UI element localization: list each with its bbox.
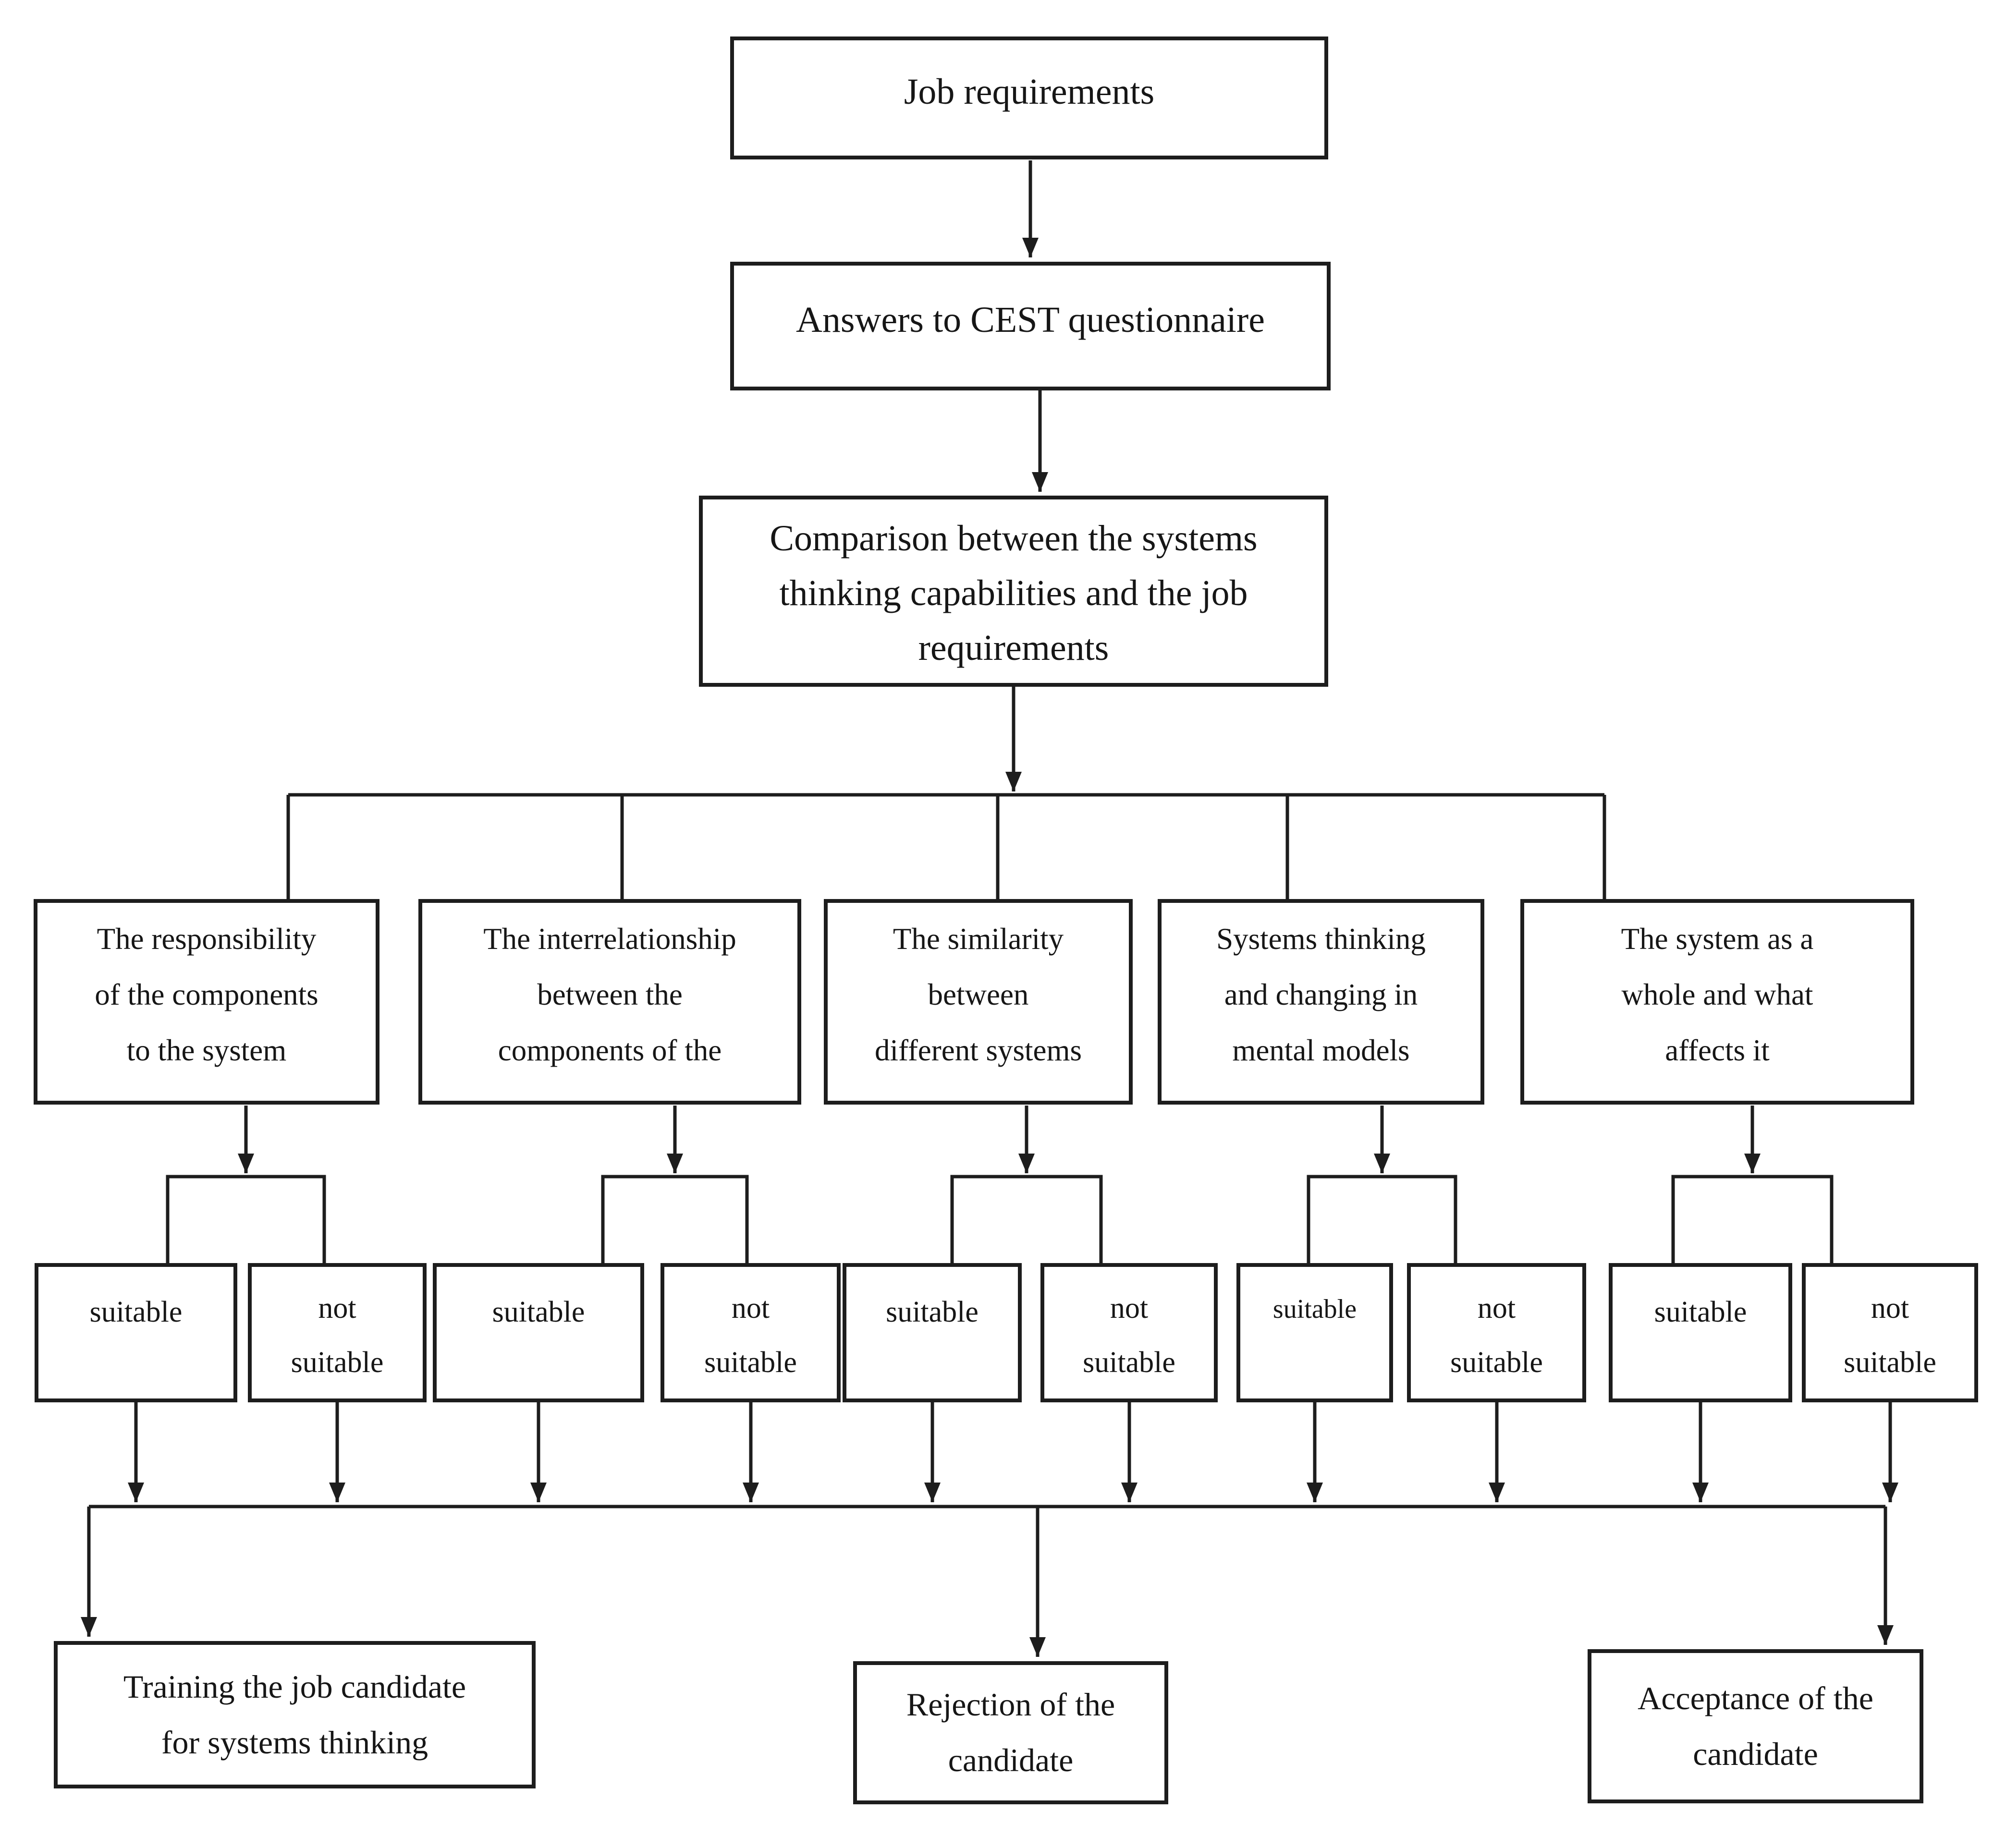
node-suitable-5: suitable <box>1609 1263 1792 1402</box>
node-suitable-4: suitable <box>1236 1263 1393 1402</box>
node-category-mental-models: Systems thinking and changing in mental … <box>1158 899 1484 1105</box>
node-job-requirements: Job requirements <box>730 36 1328 159</box>
node-suitable-3: suitable <box>843 1263 1022 1402</box>
node-not-suitable-1: not suitable <box>248 1263 427 1402</box>
node-cest-answers: Answers to CEST questionnaire <box>730 262 1331 390</box>
node-category-whole-system: The system as a whole and what affects i… <box>1520 899 1914 1105</box>
node-not-suitable-2: not suitable <box>661 1263 841 1402</box>
node-not-suitable-4: not suitable <box>1407 1263 1586 1402</box>
pair-brackets <box>166 1175 1834 1266</box>
node-suitable-2: suitable <box>433 1263 644 1402</box>
node-rejection-outcome: Rejection of the candidate <box>853 1661 1168 1804</box>
distribution-line <box>286 793 1606 902</box>
node-not-suitable-3: not suitable <box>1040 1263 1218 1402</box>
node-category-interrelationship: The interrelationship between the compon… <box>418 899 801 1105</box>
top-flow-arrows <box>1005 160 1048 791</box>
node-suitable-1: suitable <box>35 1263 237 1402</box>
node-acceptance-outcome: Acceptance of the candidate <box>1588 1649 1923 1803</box>
collector-and-outcome-arrows <box>81 1505 1894 1657</box>
node-training-outcome: Training the job candidate for systems t… <box>54 1641 536 1788</box>
node-category-responsibility: The responsibility of the components to … <box>34 899 379 1105</box>
node-comparison: Comparison between the systems thinking … <box>699 496 1328 687</box>
pair-to-collector-arrows <box>128 1401 1898 1502</box>
category-to-pair-arrows <box>238 1106 1761 1173</box>
node-not-suitable-5: not suitable <box>1802 1263 1978 1402</box>
node-category-similarity: The similarity between different systems <box>824 899 1133 1105</box>
